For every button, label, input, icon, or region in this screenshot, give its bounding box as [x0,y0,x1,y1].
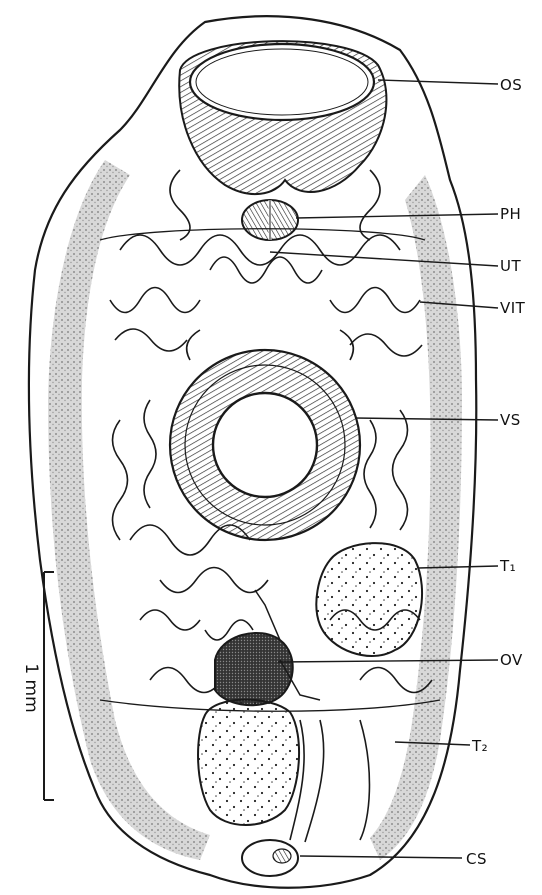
label-ph: PH [500,205,521,223]
label-ut: UT [500,257,521,275]
label-cs: CS [466,850,487,868]
cirrus-sac [242,840,298,876]
label-os: OS [500,76,522,94]
testis-posterior [198,700,299,825]
label-t2: T₂ [471,737,488,755]
label-ov: OV [500,651,523,669]
scale-bar-label: 1 mm [21,663,41,712]
testis-anterior [316,543,422,656]
ventral-sucker [170,350,360,540]
label-t1: T₁ [499,557,516,575]
scale-bar: 1 mm [21,572,54,800]
vitellaria-right [370,175,462,860]
oral-sucker [179,41,386,194]
vitellaria-left [48,160,210,860]
label-vs: VS [500,411,521,429]
label-vit: VIT [500,299,526,317]
ovary [215,633,293,705]
pharynx [242,200,298,240]
vas-deferens [290,720,369,842]
